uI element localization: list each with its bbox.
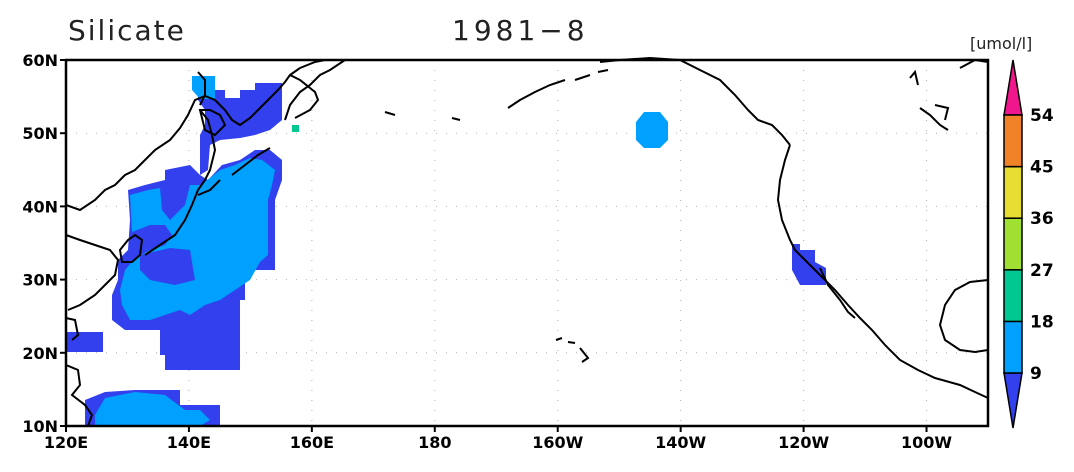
lon-tick-label: 120W bbox=[778, 433, 829, 452]
coast-na-west bbox=[776, 144, 989, 399]
grid-lines bbox=[66, 60, 988, 426]
silicate-fields bbox=[66, 76, 826, 426]
lat-tick-label: 20N bbox=[22, 344, 58, 363]
lat-tick-label: 10N bbox=[22, 417, 58, 436]
colorbar-units: [umol/l] bbox=[970, 34, 1033, 53]
field-gulf-alaska bbox=[636, 112, 668, 148]
lon-tick-label: 160W bbox=[532, 433, 583, 452]
lon-tick-label: 140E bbox=[167, 433, 211, 452]
field-kamchatka-speck bbox=[292, 125, 299, 132]
map-frame bbox=[64, 58, 990, 428]
colorbar-cell bbox=[1003, 217, 1023, 271]
lon-tick-label: 140W bbox=[655, 433, 706, 452]
lat-tick-label: 50N bbox=[22, 124, 58, 143]
lon-tick-label: 120E bbox=[44, 433, 88, 452]
lon-tick-label: 160E bbox=[290, 433, 334, 452]
lat-tick-label: 60N bbox=[22, 51, 58, 70]
field-tropical-mid bbox=[95, 392, 210, 426]
colorbar-cell bbox=[1003, 165, 1023, 219]
coast-aleutians bbox=[384, 69, 609, 121]
coast-alaska bbox=[599, 56, 791, 146]
colorbar-level-label: 9 bbox=[1030, 364, 1042, 384]
field-okhotsk-mid bbox=[192, 76, 215, 99]
coast-asia bbox=[65, 67, 301, 311]
colorbar-cell bbox=[1003, 114, 1023, 168]
lon-tick-label: 180 bbox=[418, 433, 451, 452]
coast-taiwan bbox=[65, 317, 80, 341]
coast-canada-islands bbox=[909, 69, 950, 131]
colorbar-level-label: 36 bbox=[1030, 209, 1054, 229]
lat-tick-label: 40N bbox=[22, 197, 58, 216]
map-title: Silicate bbox=[68, 14, 186, 47]
coast-kurils bbox=[231, 147, 271, 176]
colorbar-low-triangle bbox=[1003, 372, 1023, 429]
colorbar-level-label: 54 bbox=[1030, 106, 1054, 126]
colorbar-high-triangle bbox=[1003, 59, 1023, 116]
coast-hawaii bbox=[555, 337, 590, 363]
colorbar-level-label: 45 bbox=[1030, 158, 1054, 178]
coast-kamchatka bbox=[284, 59, 346, 121]
coast-korea bbox=[118, 233, 144, 263]
map-period: 1981−8 bbox=[452, 14, 589, 47]
field-philippines bbox=[66, 332, 103, 352]
colorbar-level-label: 27 bbox=[1030, 261, 1054, 281]
lon-tick-label: 100W bbox=[901, 433, 952, 452]
colorbar-level-label: 18 bbox=[1030, 312, 1054, 332]
colorbar-cell bbox=[1003, 269, 1023, 323]
coast-gulf bbox=[938, 279, 989, 354]
coast-okhotsk bbox=[289, 59, 326, 119]
lat-tick-label: 30N bbox=[22, 271, 58, 290]
coast-sakhalin bbox=[197, 71, 206, 106]
field-japan-inner-low bbox=[140, 248, 195, 285]
coast-philippines bbox=[65, 364, 94, 427]
coast-baja bbox=[819, 267, 856, 319]
coast-hokkaido bbox=[198, 109, 227, 137]
coastlines bbox=[65, 56, 989, 427]
colorbar: 9 18 27 36 45 54 bbox=[1003, 59, 1054, 429]
colorbar-cell bbox=[1003, 320, 1023, 374]
